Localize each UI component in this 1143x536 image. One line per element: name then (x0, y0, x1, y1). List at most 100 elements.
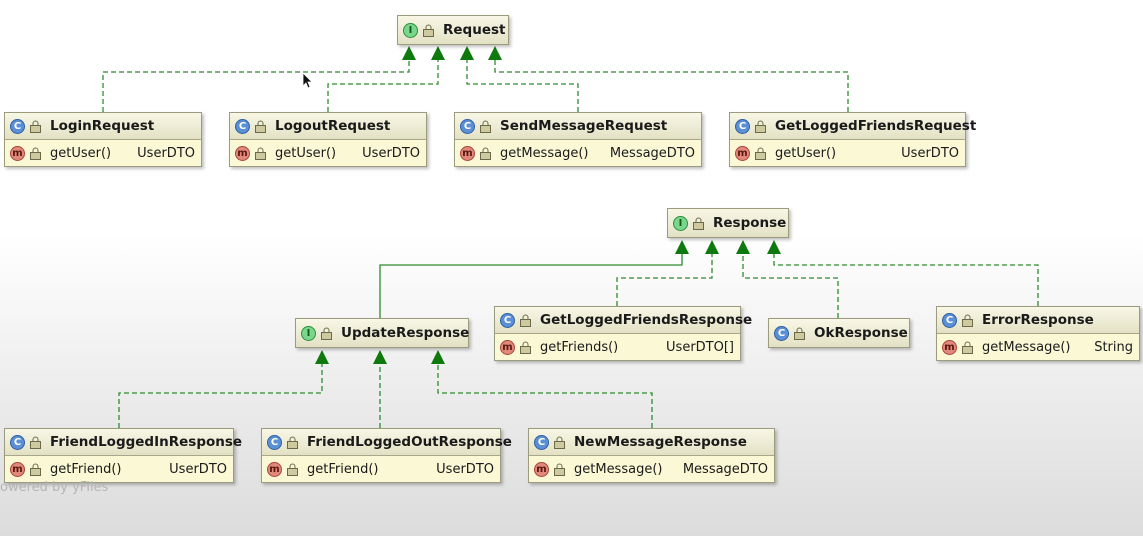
arrowhead-request-1 (402, 46, 416, 60)
method-return-type: UserDTO (137, 145, 195, 161)
lock-icon (554, 436, 565, 449)
arrowhead-request-4 (488, 46, 502, 60)
edge-sendmessagerequest-request (466, 56, 579, 112)
arrowhead-updateresponse-2 (373, 350, 387, 364)
lock-icon (794, 327, 805, 340)
arrowhead-response-3 (736, 240, 750, 254)
edge-friendloggedinresponse-updateresponse (118, 362, 323, 428)
method-row[interactable]: m getFriend() UserDTO (262, 455, 500, 482)
edge-newmessageresponse-updateresponse (437, 362, 653, 428)
node-getloggedfriendsrequest[interactable]: C GetLoggedFriendsRequest m getUser() Us… (729, 112, 976, 167)
lock-icon (755, 147, 766, 160)
interface-icon: I (301, 325, 316, 341)
lock-icon (255, 120, 266, 133)
method-icon: m (235, 145, 250, 161)
method-icon: m (942, 339, 957, 355)
lock-icon (755, 120, 766, 133)
node-response[interactable]: I Response (667, 208, 789, 238)
lock-icon (520, 341, 531, 354)
arrowhead-updateresponse-3 (431, 350, 445, 364)
method-row[interactable]: m getUser() UserDTO (5, 139, 201, 166)
lock-icon (321, 327, 332, 340)
lock-icon (962, 341, 973, 354)
watermark: owered by yFiles (0, 480, 109, 495)
method-name: getUser() (275, 145, 337, 161)
lock-icon (423, 24, 434, 37)
method-row[interactable]: m getUser() UserDTO (230, 139, 426, 166)
arrowhead-request-2 (431, 46, 445, 60)
node-updateresponse[interactable]: I UpdateResponse (295, 318, 469, 348)
node-newmessageresponse[interactable]: C NewMessageResponse m getMessage() Mess… (528, 428, 775, 483)
method-return-type: MessageDTO (609, 145, 695, 161)
edge-getloggedfriendsrequest-request (494, 56, 849, 112)
node-logoutrequest[interactable]: C LogoutRequest m getUser() UserDTO (229, 112, 427, 167)
lock-icon (962, 314, 973, 327)
edge-loginrequest-request (102, 56, 410, 112)
node-getloggedfriendsresponse[interactable]: C GetLoggedFriendsResponse m getFriends(… (494, 306, 752, 361)
node-sendmessagerequest[interactable]: C SendMessageRequest m getMessage() Mess… (454, 112, 702, 167)
node-okresponse[interactable]: C OkResponse (768, 318, 910, 348)
method-row[interactable]: m getUser() UserDTO (730, 139, 965, 166)
node-title: ErrorResponse (982, 312, 1094, 328)
node-title: Request (443, 22, 506, 38)
method-row[interactable]: m getMessage() String (937, 333, 1139, 360)
node-request[interactable]: I Request (397, 15, 509, 45)
method-return-type: UserDTO[] (666, 339, 734, 355)
class-icon: C (534, 434, 549, 450)
node-title: FriendLoggedInResponse (50, 434, 243, 450)
lock-icon (520, 314, 531, 327)
method-icon: m (534, 461, 549, 477)
method-return-type: UserDTO (169, 461, 227, 477)
lock-icon (30, 463, 41, 476)
node-title: GetLoggedFriendsRequest (775, 118, 977, 134)
lock-icon (30, 436, 41, 449)
node-title: GetLoggedFriendsResponse (540, 312, 753, 328)
method-name: getFriends() (540, 339, 619, 355)
method-return-type: String (1094, 339, 1133, 355)
lock-icon (255, 147, 266, 160)
node-title: LogoutRequest (275, 118, 391, 134)
class-icon: C (267, 434, 282, 450)
method-row[interactable]: m getFriend() UserDTO (5, 455, 233, 482)
method-icon: m (267, 461, 282, 477)
node-friendloggedinresponse[interactable]: C FriendLoggedInResponse m getFriend() U… (4, 428, 242, 483)
method-return-type: UserDTO (436, 461, 494, 477)
node-title: UpdateResponse (341, 325, 470, 341)
class-icon: C (942, 312, 957, 328)
method-icon: m (735, 145, 750, 161)
edge-okresponse-response (742, 250, 839, 318)
arrowhead-updateresponse-1 (315, 350, 329, 364)
class-icon: C (10, 118, 25, 134)
class-icon: C (500, 312, 515, 328)
lock-icon (480, 120, 491, 133)
method-name: getFriend() (307, 461, 379, 477)
method-name: getUser() (775, 145, 837, 161)
node-title: LoginRequest (50, 118, 155, 134)
arrowhead-response-4 (767, 240, 781, 254)
method-icon: m (500, 339, 515, 355)
edge-getloggedfriendsresponse-response (616, 250, 713, 306)
method-row[interactable]: m getMessage() MessageDTO (455, 139, 701, 166)
interface-icon: I (403, 22, 418, 38)
node-friendloggedoutresponse[interactable]: C FriendLoggedOutResponse m getFriend() … (261, 428, 512, 483)
arrowhead-response-2 (705, 240, 719, 254)
method-name: getMessage() (982, 339, 1071, 355)
class-icon: C (735, 118, 750, 134)
method-icon: m (10, 145, 25, 161)
class-icon: C (460, 118, 475, 134)
method-row[interactable]: m getMessage() MessageDTO (529, 455, 774, 482)
method-name: getFriend() (50, 461, 122, 477)
method-return-type: UserDTO (362, 145, 420, 161)
method-icon: m (460, 145, 475, 161)
arrowhead-request-3 (460, 46, 474, 60)
arrowhead-response-1 (675, 240, 689, 254)
method-row[interactable]: m getFriends() UserDTO[] (495, 333, 740, 360)
lock-icon (30, 147, 41, 160)
node-errorresponse[interactable]: C ErrorResponse m getMessage() String (936, 306, 1140, 361)
lock-icon (554, 463, 565, 476)
method-return-type: MessageDTO (682, 461, 768, 477)
node-title: OkResponse (814, 325, 908, 341)
node-loginrequest[interactable]: C LoginRequest m getUser() UserDTO (4, 112, 202, 167)
class-icon: C (774, 325, 789, 341)
lock-icon (30, 120, 41, 133)
